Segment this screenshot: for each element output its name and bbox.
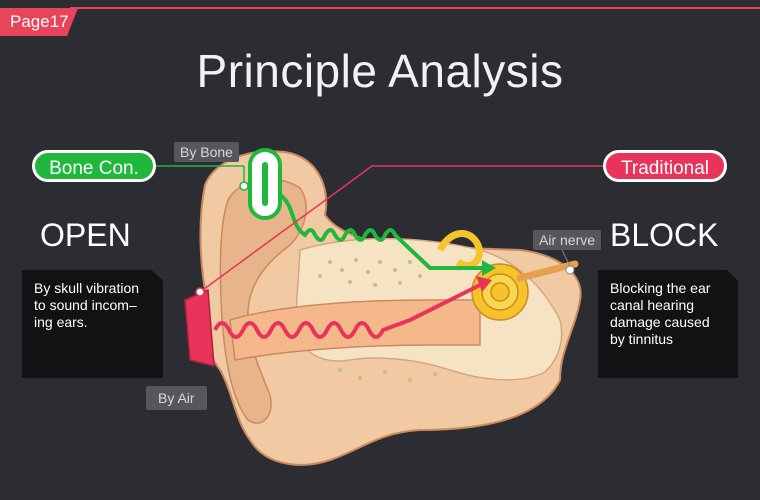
bone-wave-path [278,193,485,270]
air-wave-path [213,283,481,339]
top-accent-line [70,7,760,9]
bone-arrow-head [482,260,496,276]
by-bone-tag: By Bone [174,142,239,162]
cochlea [436,230,529,321]
traditional-label: Traditional [603,150,727,182]
page-number-tag: Page17 [0,8,78,36]
air-nerve-dot [565,265,575,275]
page-title: Principle Analysis [196,45,564,97]
air-nerve-tag: Air nerve [533,230,602,250]
ear-inner-fold [219,178,307,424]
bone-texture-dots [318,258,437,382]
air-nerve [516,260,579,282]
open-description: By skull vibration to sound incom–ing ea… [22,270,163,378]
bone-conduction-label: Bone Con. [32,150,156,182]
by-air-tag: By Air [146,386,207,410]
block-heading: BLOCK [610,217,719,253]
open-heading: OPEN [40,217,131,253]
block-description: Blocking the ear canal hearing damage ca… [598,270,738,378]
traditional-speaker [184,288,215,367]
air-arrow-head [476,276,492,292]
